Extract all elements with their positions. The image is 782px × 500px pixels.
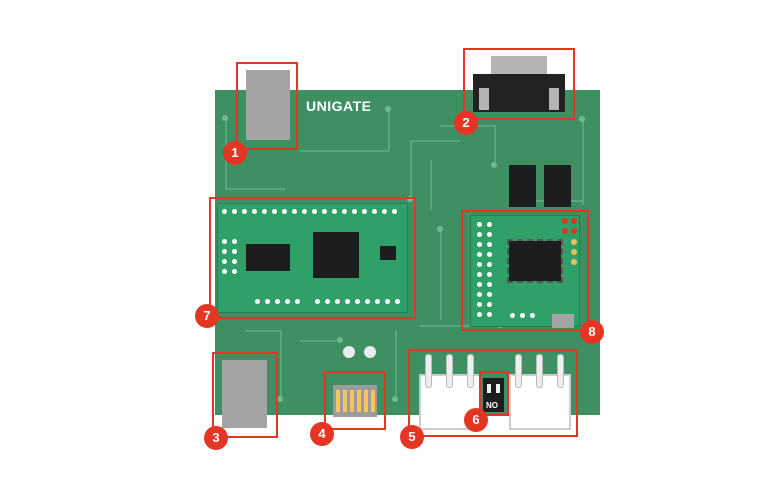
relay-right [544,165,571,207]
dsub-screw-left [479,88,489,110]
highlight-box-2 [463,48,575,120]
highlight-box-6 [479,371,509,416]
highlight-box-1 [236,62,298,150]
badge-8: 8 [580,320,604,344]
status-led-yellow-3 [571,259,577,265]
usb-connector-bottom [222,360,267,428]
badge-1: 1 [223,141,247,165]
badge-6: 6 [464,408,488,432]
status-led-red-3 [562,228,568,234]
status-led-red-2 [571,218,577,224]
usb-micro-connector [333,385,377,417]
highlight-box-5 [408,349,578,437]
module-chip-small [246,244,290,271]
status-led-red-4 [571,228,577,234]
highlight-box-8 [461,210,589,331]
badge-3: 3 [204,426,228,450]
usb-connector [246,70,290,140]
mounting-hole-right [364,346,376,358]
highlight-box-7 [209,197,416,319]
relay-left [509,165,536,207]
status-led-red-1 [562,218,568,224]
module-chip-tiny [380,246,396,260]
badge-2: 2 [454,111,478,135]
status-led-yellow-2 [571,249,577,255]
badge-5: 5 [400,425,424,449]
dip-switch-slider-1 [487,384,491,393]
dsub-connector-shell [491,56,547,76]
mounting-hole-left [343,346,355,358]
dip-switch-label: NO [486,401,498,410]
badge-4: 4 [310,422,334,446]
status-led-yellow-1 [571,239,577,245]
dip-switch-slider-2 [496,384,500,393]
highlight-box-4 [324,371,386,430]
module-connector-small [552,314,574,328]
board-name: UNIGATE [306,98,372,114]
module-chip-main [313,232,359,278]
badge-7: 7 [195,304,219,328]
secondary-module-chip [507,239,563,283]
highlight-box-3 [212,352,278,438]
dsub-screw-right [549,88,559,110]
